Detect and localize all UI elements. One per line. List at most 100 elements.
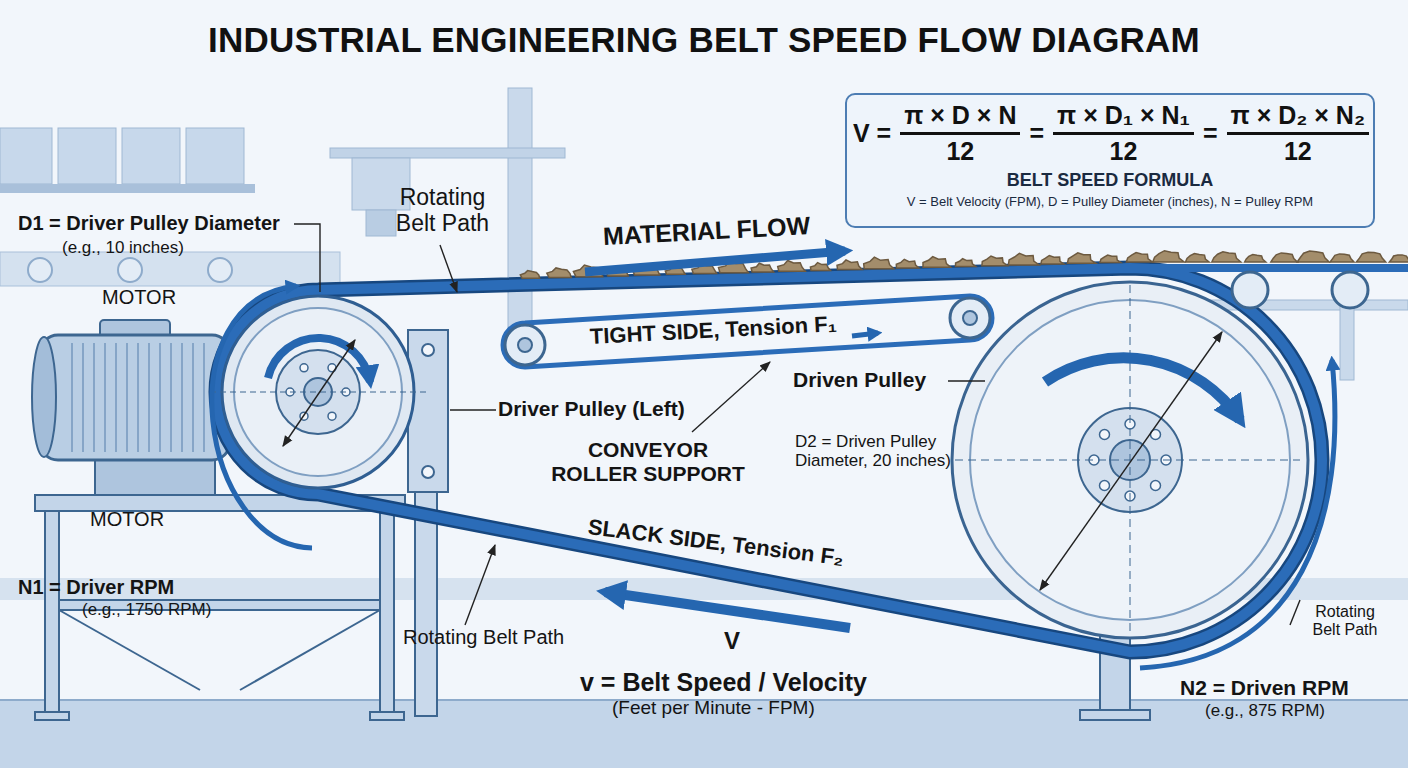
drive-belt-part — [216, 268, 1322, 652]
motor-fin — [137, 343, 139, 452]
motor-fin — [203, 343, 205, 452]
part-name: MOTOR — [102, 286, 176, 308]
dimension-label: D1 = Driver Pulley Diameter — [18, 212, 280, 234]
material-rock — [1041, 256, 1064, 265]
diagram-title: INDUSTRIAL ENGINEERING BELT SPEED FLOW D… — [0, 20, 1408, 60]
material-rock — [1126, 253, 1152, 262]
motor-stand-part — [59, 610, 200, 690]
leader-lines-part — [692, 362, 770, 432]
driver-pulley-part — [234, 308, 402, 476]
material-rock — [1356, 252, 1385, 262]
dimension-label: D2 = Driven Pulley Diameter, 20 inches) — [795, 432, 967, 470]
material-rock — [1297, 251, 1329, 262]
driver-pulley-part — [276, 350, 360, 434]
driven-pulley — [952, 282, 1308, 638]
fraction-denominator: 12 — [1110, 135, 1138, 166]
motor-stand-part — [45, 511, 59, 716]
pulley-bracket-part — [408, 330, 448, 492]
conveyor-rollers-part — [950, 298, 990, 338]
material-rock — [1330, 254, 1354, 262]
formula-heading: BELT SPEED FORMULA — [1007, 170, 1214, 191]
driver-pulley-part — [304, 378, 332, 406]
material-rock — [1008, 253, 1039, 265]
motor-part — [40, 335, 230, 460]
backdrop-part — [366, 210, 396, 236]
conveyor-rollers-part — [518, 338, 532, 352]
speed-label: N1 = Driver RPM — [18, 576, 174, 598]
unit-note: (Feet per Minute - FPM) — [612, 697, 815, 718]
material-rock — [810, 263, 830, 271]
motor-stand-part — [370, 712, 404, 720]
material-rock — [1212, 252, 1241, 262]
driven-pulley-part — [1130, 285, 1131, 635]
material-rock — [1389, 255, 1408, 262]
fraction-denominator: 12 — [946, 135, 974, 166]
bolt-hole — [328, 412, 336, 420]
backdrop-part — [118, 258, 142, 282]
leader-lines-part — [440, 245, 457, 292]
backdrop-part — [0, 184, 255, 193]
motor-stand-part — [380, 511, 394, 716]
part-name: Driver Pulley (Left) — [498, 397, 685, 421]
motor-fin — [192, 343, 194, 452]
material-rock — [982, 256, 1008, 266]
conveyor-rollers-part — [505, 325, 545, 365]
motor-fins — [72, 343, 204, 452]
pulley-bracket-part — [422, 344, 434, 356]
driven-pulley-part — [955, 460, 1300, 461]
drive-belt — [216, 268, 1408, 652]
material-rock — [1153, 251, 1185, 262]
speed-label: v = Belt Speed / Velocity — [580, 668, 867, 696]
example-value: (e.g., 10 inches) — [62, 238, 184, 257]
leader-lines-part — [1290, 600, 1300, 625]
motor-fin — [170, 343, 172, 452]
motor-stand-part — [35, 712, 69, 720]
driven-pulley-part — [952, 282, 1308, 638]
formula-fraction: π × D₂ × N₂12 — [1227, 101, 1369, 166]
path-label: Rotating Belt Path — [1305, 603, 1385, 639]
fraction-denominator: 12 — [1284, 135, 1312, 166]
motor-fin — [159, 343, 161, 452]
leader-lines-part — [948, 380, 985, 381]
material-rock — [1245, 255, 1266, 262]
material-rock — [896, 259, 919, 268]
backdrop-part — [0, 128, 52, 184]
flow-arrows-part — [585, 251, 845, 272]
driver-pulley — [210, 296, 430, 488]
backdrop-part — [0, 252, 340, 286]
motor-fin — [104, 343, 106, 452]
material-rocks — [520, 251, 1408, 279]
formula-legend: V = Belt Velocity (FPM), D = Pulley Diam… — [907, 194, 1313, 209]
conveyor-rollers-part — [1332, 272, 1368, 308]
part-name: MOTOR — [90, 508, 164, 530]
example-value: (e.g., 1750 RPM) — [82, 600, 211, 619]
fraction-numerator: π × D₂ × N₂ — [1227, 101, 1369, 135]
example-value: (e.g., 875 RPM) — [1205, 701, 1325, 720]
formula-box: V =π × D × N12=π × D₁ × N₁12=π × D₂ × N₂… — [845, 93, 1375, 228]
material-rock — [923, 257, 951, 268]
leader-lines-part — [1040, 332, 1222, 590]
driven-stand-part — [1080, 710, 1150, 720]
motor-fin — [148, 343, 150, 452]
motor-stand-part — [240, 610, 380, 690]
leader-lines-part — [450, 409, 496, 410]
formula-term: V = — [851, 119, 893, 148]
backdrop-part — [28, 258, 52, 282]
motor-fin — [93, 343, 95, 452]
formula-term: = — [1027, 119, 1046, 148]
bolt-hole — [1100, 481, 1110, 491]
fraction-numerator: π × D₁ × N₁ — [1053, 101, 1194, 135]
leader-lines — [283, 224, 1300, 625]
conveyor-rollers-part — [503, 296, 992, 367]
flow-arrows — [212, 251, 1335, 668]
fraction-numerator: π × D × N — [900, 101, 1020, 135]
leader-lines-part — [294, 224, 320, 292]
speed-label: N2 = Driven RPM — [1180, 676, 1349, 700]
flow-arrows-part — [605, 592, 850, 628]
conveyor-rollers-part — [1232, 272, 1268, 308]
motor-part — [32, 337, 56, 457]
path-label: Rotating Belt Path — [385, 185, 500, 237]
part-name: CONVEYOR ROLLER SUPPORT — [548, 438, 748, 485]
